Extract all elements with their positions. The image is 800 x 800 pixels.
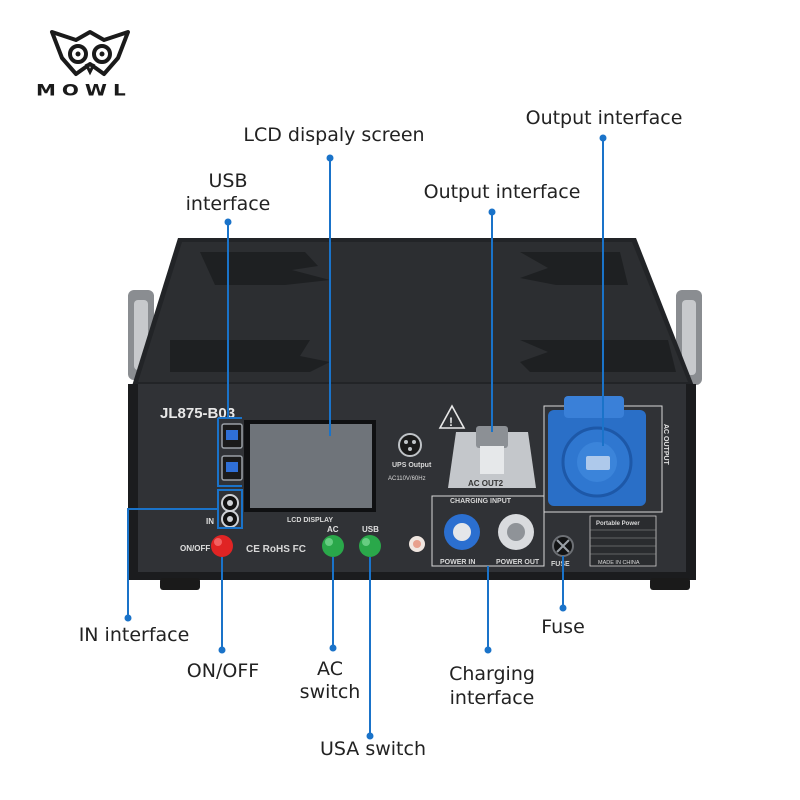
callout-usa-switch: USA switch [319,738,426,760]
on-off-button[interactable] [211,535,233,557]
spec-plate [589,515,657,567]
callout-output-interface-top: Output interface [525,107,683,129]
callout-ac-line1: AC [317,658,343,680]
callout-dots [124,134,607,740]
callout-usb-line1: USB [208,170,248,192]
callout-in-interface: IN interface [78,624,190,646]
ups-output-spec: AC110V/60Hz [388,476,426,482]
charging-input-label: CHARGING INPUT [450,498,512,505]
fuse-label: FUSE [551,561,570,568]
callout-usb-line2: interface [185,193,271,215]
ups-output-label: UPS Output [392,462,432,469]
ac-switch-button[interactable] [322,535,344,557]
in-port-label: IN [206,517,214,526]
power-out-label: POWER OUT [496,559,540,566]
ups-output-connector[interactable] [398,433,422,457]
callout-fuse: Fuse [541,616,585,638]
power-in-label: POWER IN [440,559,475,566]
spec-plate-title: Portable Power [596,521,640,527]
foot [160,578,200,590]
warning-icon [438,404,466,429]
usb-button-label: USB [362,525,379,534]
svg-text:!: ! [449,415,453,429]
certification-marks: CE RoHS FC [246,544,306,555]
callout-output-interface-mid: Output interface [423,181,581,203]
callout-on-off: ON/OFF [186,660,260,682]
callout-charging-line1: Charging [449,663,535,685]
ac-button-label: AC [327,525,339,534]
output-interface-socket[interactable] [476,426,508,448]
logo-text: MOWL [36,80,132,100]
usb-switch-button[interactable] [359,535,381,557]
callout-lines [127,138,604,736]
owl-logo-icon [50,30,130,76]
made-in-label: MADE IN CHINA [598,560,640,566]
ac-output-label: AC OUTPUT [662,424,669,466]
output-partial-label: AC OUT2 [468,479,504,488]
lcd-screen [250,424,372,508]
callout-ac-line2: switch [299,681,361,703]
on-off-panel-label: ON/OFF [180,544,210,553]
lcd-display-label: LCD DISPLAY [287,517,333,524]
callout-charging-line2: interface [449,687,535,709]
foot [650,578,690,590]
model-label: JL875-B03 [160,405,235,422]
callout-lcd-screen: LCD dispaly screen [243,124,425,146]
